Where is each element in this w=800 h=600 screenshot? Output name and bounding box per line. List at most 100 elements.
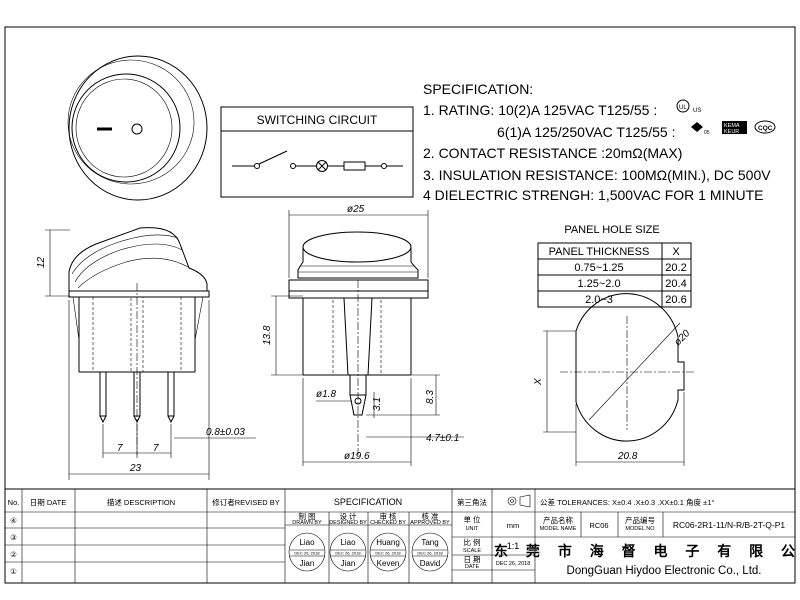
dim-diameter-25: ø25 <box>347 204 365 215</box>
unit-en: UNIT <box>466 526 479 532</box>
svg-text:KEMA: KEMA <box>724 123 740 129</box>
spec-dielectric: 4 DIELECTRIC STRENGH: 1,500VAC FOR 1 MIN… <box>423 187 763 203</box>
company-name-cn: 东 莞 市 海 督 电 子 有 限 公 司 <box>494 543 800 559</box>
model-no-value: RC06-2R1-11/N-R/B-2T-Q-P1 <box>673 520 786 530</box>
dim-x: X <box>533 378 544 386</box>
svg-text:Jian: Jian <box>300 559 315 568</box>
designed-cn: 设 计 <box>339 511 357 521</box>
svg-text:Liao: Liao <box>299 538 315 547</box>
panel-hole-table: PANEL HOLE SIZE PANEL THICKNESS X 0.75~1… <box>537 224 692 308</box>
dim-diameter-19-6: ø19.6 <box>344 451 370 462</box>
spec-insulation: 3. INSULATION RESISTANCE: 100MΩ(MIN.), D… <box>423 167 771 183</box>
unit-value: mm <box>507 521 520 530</box>
cqc-mark-icon: CQC <box>754 120 776 134</box>
title-block: No. 日期 DATE 描述 DESCRIPTION 修订者REVISED BY… <box>5 489 800 583</box>
spec-contact: 2. CONTACT RESISTANCE :20mΩ(MAX) <box>423 145 682 161</box>
rev-3: ③ <box>10 533 17 542</box>
col-specification: SPECIFICATION <box>334 497 402 507</box>
date-value: DEC 26, 2018 <box>496 561 531 567</box>
dim-diameter-20: ø20 <box>672 328 692 348</box>
date-en: DATE <box>465 564 480 570</box>
dim-hole-1-8: ø1.8 <box>316 389 336 400</box>
rev-1: ① <box>10 567 17 576</box>
unit-cn: 单 位 <box>463 514 481 524</box>
drawn-en: DRAWN BY <box>292 520 322 526</box>
third-angle-label: 第三角法 <box>457 497 487 507</box>
switching-circuit-title: SWITCHING CIRCUIT <box>257 113 378 127</box>
drawing-frame <box>4 26 796 584</box>
dim-height-13-8: 13.8 <box>262 325 273 345</box>
dim-20-8: 20.8 <box>617 451 638 462</box>
spec-rating: 1. RATING: 10(2)A 125VAC T125/55 : <box>423 102 657 118</box>
col-date: 日期 DATE <box>30 498 67 507</box>
model-no-cn: 产品编号 <box>625 515 655 525</box>
table-cell: 1.25~2.0 <box>577 278 620 290</box>
svg-text:David: David <box>420 559 440 568</box>
rev-2: ② <box>10 550 17 559</box>
x-header: X <box>672 246 680 258</box>
date-cn: 日 期 <box>463 555 480 564</box>
model-name-en: MODEL NAME <box>540 526 577 532</box>
third-angle-projection-icon <box>507 494 531 508</box>
dim-width-23: 23 <box>129 463 142 474</box>
kema-keur-mark-icon: KEMA KEUR <box>722 121 747 135</box>
table-cell: 20.4 <box>665 278 686 290</box>
approved-cn: 核 准 <box>421 511 439 521</box>
svg-text:Tang: Tang <box>421 538 438 547</box>
dim-pitch-7a: 7 <box>117 443 123 454</box>
dim-pitch-7b: 7 <box>153 443 159 454</box>
enec-mark-icon: 05 <box>691 122 710 136</box>
dim-terminal-thickness: 0.8±0.03 <box>206 427 245 438</box>
model-no-en: MODEL NO <box>625 526 655 532</box>
table-cell: 20.2 <box>665 262 686 274</box>
col-revised-by: 修订者REVISED BY <box>212 497 280 507</box>
spec-rating-2: 6(1)A 125/250VAC T125/55 : <box>497 124 676 140</box>
stamp-drawn: Liao DEC 26, 2018 Jian <box>288 532 326 572</box>
switching-circuit: SWITCHING CIRCUIT <box>220 106 414 198</box>
top-view <box>67 55 208 201</box>
col-no: No. <box>8 498 20 507</box>
table-cell: 20.6 <box>665 294 686 306</box>
svg-text:US: US <box>693 108 701 114</box>
svg-text:UL: UL <box>679 105 687 111</box>
svg-text:Jian: Jian <box>341 559 356 568</box>
svg-text:CQC: CQC <box>758 125 773 132</box>
model-name-cn: 产品名称 <box>543 515 573 525</box>
front-view: ø25 13.8 ø1.8 3.1 8.3 4.7±0.1 ø19.6 <box>262 204 464 466</box>
company-name-en: DongGuan Hiydoo Electronic Co., Ltd. <box>567 565 762 577</box>
approved-en: APPROVED BY <box>410 520 450 526</box>
spec-heading: SPECIFICATION: <box>423 81 533 97</box>
designed-en: DESIGNED BY <box>329 520 367 526</box>
rev-4: ④ <box>10 516 17 525</box>
dim-8-3: 8.3 <box>425 390 436 404</box>
svg-text:DEC 26, 2018: DEC 26, 2018 <box>335 551 361 556</box>
svg-text:DEC 26, 2018: DEC 26, 2018 <box>294 551 320 556</box>
table-cell: 2.0~3 <box>585 294 613 306</box>
checked-en: CHECKED BY <box>370 520 406 526</box>
panel-thickness-header: PANEL THICKNESS <box>549 246 650 258</box>
stamp-designed: Liao DEC 26, 2018 Jian <box>329 532 367 572</box>
ul-mark-icon: UL US <box>676 99 701 114</box>
svg-text:05: 05 <box>704 130 710 136</box>
side-view: 12 7 7 23 0.8±0.03 <box>36 227 256 480</box>
svg-text:Liao: Liao <box>340 538 356 547</box>
stamp-approved: Tang DEC 26, 2018 David <box>411 532 449 572</box>
svg-text:Huang: Huang <box>376 538 400 547</box>
table-cell: 0.75~1.25 <box>574 262 623 274</box>
dim-height-12: 12 <box>36 256 47 268</box>
scale-value: 1:1 <box>507 541 520 551</box>
checked-cn: 审 核 <box>379 511 397 521</box>
panel-hole-view: ø20 X 20.8 <box>533 293 696 466</box>
tolerances: 公差 TOLERANCES: X±0.4 .X±0.3 .XX±0.1 角度 ±… <box>540 497 714 507</box>
svg-text:DEC 26, 2018: DEC 26, 2018 <box>375 551 401 556</box>
scale-cn: 比 例 <box>463 537 480 547</box>
svg-text:DEC 26, 2018: DEC 26, 2018 <box>417 551 443 556</box>
specification: SPECIFICATION: 1. RATING: 10(2)A 125VAC … <box>423 81 776 203</box>
model-name-value: RC06 <box>589 521 608 530</box>
svg-text:Keven: Keven <box>377 559 400 568</box>
dim-4-7: 4.7±0.1 <box>426 433 459 444</box>
col-description: 描述 DESCRIPTION <box>107 497 175 507</box>
scale-en: SCALE <box>463 548 481 554</box>
panel-hole-title: PANEL HOLE SIZE <box>564 224 659 236</box>
